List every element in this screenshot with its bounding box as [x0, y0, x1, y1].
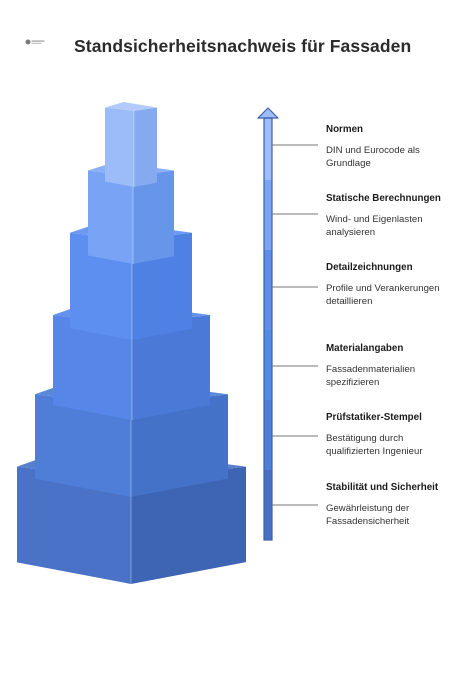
tier-front-face: [105, 107, 134, 187]
logo-icon: [25, 39, 45, 45]
level-desc-materialangaben: Fassadenmaterialien spezifizieren: [326, 364, 416, 388]
level-title-detailzeichnungen: Detailzeichnungen: [326, 262, 413, 273]
arrow-segment-3: [264, 250, 272, 330]
vertical-arrow: [257, 107, 279, 541]
arrow-head: [257, 107, 279, 119]
level-desc-pruefstatiker-stempel: Bestätigung durch qualifizierten Ingenie…: [326, 433, 423, 457]
tier-side-face: [133, 170, 174, 264]
level-title-pruefstatiker-stempel: Prüfstatiker-Stempel: [326, 412, 422, 423]
level-title-stabilitaet-sicherheit: Stabilität und Sicherheit: [326, 482, 439, 493]
pyramid-tier-1: [105, 102, 157, 187]
arrow-segment-2: [264, 180, 272, 250]
tier-side-face: [132, 315, 210, 420]
arrow-segment-1: [264, 118, 272, 180]
level-desc-statische-berechnungen: Wind- und Eigenlasten analysieren: [326, 214, 423, 238]
level-title-normen: Normen: [326, 124, 364, 135]
page-title: Standsicherheitsnachweis für Fassaden: [74, 36, 412, 56]
tier-front-face: [53, 315, 132, 420]
tier-front-face: [88, 170, 133, 264]
level-title-statische-berechnungen: Statische Berechnungen: [326, 193, 441, 204]
level-desc-normen: DIN und Eurocode als Grundlage: [326, 145, 420, 169]
arrow-segment-5: [264, 400, 272, 470]
tier-side-face: [131, 394, 228, 497]
connector-lines: [272, 144, 318, 506]
arrow-outline: [263, 117, 273, 541]
tier-side-face: [131, 466, 246, 584]
level-desc-stabilitaet-sicherheit: Gewährleistung der Fassadensicherheit: [326, 503, 410, 527]
tier-front-face: [35, 394, 131, 497]
level-desc-detailzeichnungen: Profile und Verankerungen detaillieren: [326, 283, 440, 307]
level-title-materialangaben: Materialangaben: [326, 343, 404, 354]
pyramid-blocks: [17, 102, 246, 584]
arrow-segment-6: [264, 470, 272, 540]
tier-top-face: [105, 102, 157, 111]
tier-side-face: [134, 107, 157, 187]
tier-front-face: [17, 466, 131, 584]
arrow-segment-4: [264, 330, 272, 400]
